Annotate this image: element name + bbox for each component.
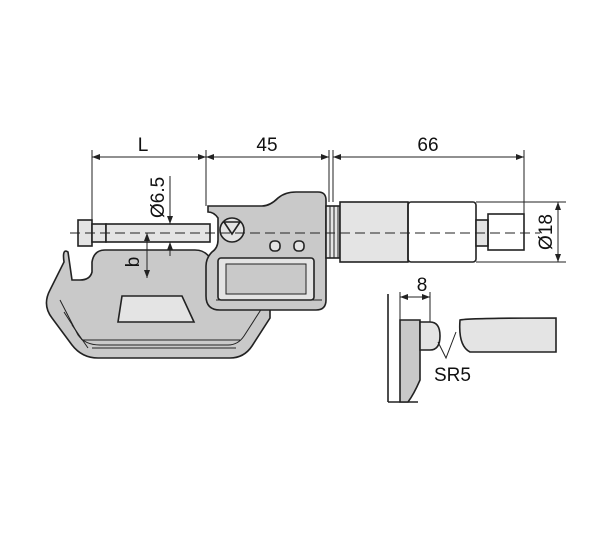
b-dimension — [144, 233, 150, 278]
sleeve — [325, 201, 409, 263]
label-L: L — [138, 135, 149, 156]
label-dia18: Ø18 — [536, 214, 557, 250]
dia65-dimension — [167, 176, 173, 256]
lock-knob-icon — [219, 217, 245, 243]
control-buttons — [269, 240, 305, 252]
label-8: 8 — [417, 275, 428, 296]
label-SR5: SR5 — [434, 365, 471, 386]
dia18-dimension — [476, 201, 566, 263]
frame — [45, 249, 271, 359]
digital-head — [205, 191, 327, 311]
thimble — [407, 201, 477, 263]
label-66: 66 — [417, 135, 438, 156]
label-b: b — [123, 257, 144, 268]
detail-view — [387, 292, 557, 403]
lcd-display — [217, 257, 315, 301]
collar-ribs — [329, 206, 339, 258]
dimension-lines — [91, 150, 525, 222]
label-dia65: Ø6.5 — [148, 177, 169, 218]
ratchet — [475, 213, 525, 251]
label-45: 45 — [256, 135, 277, 156]
